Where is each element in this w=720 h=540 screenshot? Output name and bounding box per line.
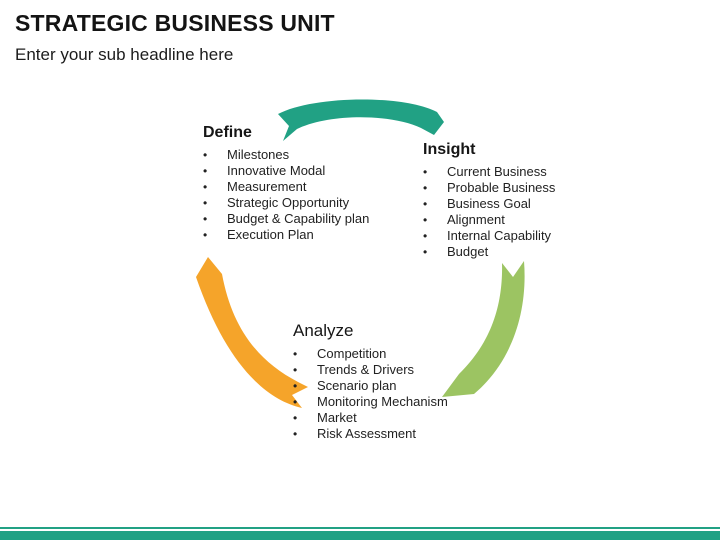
list-item: Measurement — [203, 179, 371, 195]
list-item: Execution Plan — [203, 227, 371, 243]
bullet-dot — [423, 212, 447, 228]
bottom-accent-bar — [0, 531, 720, 540]
insight-heading: Insight — [423, 141, 476, 158]
bullet-dot — [203, 227, 227, 243]
list-item: Alignment — [423, 212, 585, 228]
bullet-dot — [423, 180, 447, 196]
arrow-analyze-to-define-icon — [196, 257, 308, 408]
bullet-dot — [293, 362, 317, 378]
bullet-dot — [293, 394, 317, 410]
arrow-define-to-insight-icon — [278, 99, 444, 141]
bullet-dot — [203, 163, 227, 179]
analyze-list: Competition Trends & Drivers Scenario pl… — [293, 346, 479, 442]
section-analyze: Analyze Competition Trends & Drivers Sce… — [293, 321, 479, 442]
section-define: Define Milestones Innovative Modal Measu… — [203, 124, 371, 243]
slide-subtitle: Enter your sub headline here — [15, 45, 234, 64]
bottom-accent-line — [0, 527, 720, 529]
section-insight: Insight Current Business Probable Busine… — [423, 141, 585, 260]
slide-title: STRATEGIC BUSINESS UNIT — [15, 10, 335, 36]
bullet-dot — [203, 195, 227, 211]
list-item: Trends & Drivers — [293, 362, 479, 378]
list-item: Current Business — [423, 164, 585, 180]
bullet-dot — [203, 147, 227, 163]
list-item: Risk Assessment — [293, 426, 479, 442]
list-item: Scenario plan — [293, 378, 479, 394]
list-item: Probable Business — [423, 180, 585, 196]
bullet-dot — [203, 211, 227, 227]
bullet-dot — [293, 378, 317, 394]
bullet-dot — [203, 179, 227, 195]
list-item: Competition — [293, 346, 479, 362]
list-item: Innovative Modal — [203, 163, 371, 179]
bullet-dot — [423, 164, 447, 180]
define-heading: Define — [203, 124, 252, 141]
list-item: Internal Capability — [423, 228, 585, 244]
insight-list: Current Business Probable Business Busin… — [423, 164, 585, 260]
bullet-dot — [293, 346, 317, 362]
list-item: Budget — [423, 244, 585, 260]
bullet-dot — [293, 426, 317, 442]
analyze-heading: Analyze — [293, 321, 354, 340]
bullet-dot — [423, 196, 447, 212]
bullet-dot — [423, 244, 447, 260]
list-item: Market — [293, 410, 479, 426]
list-item: Strategic Opportunity — [203, 195, 371, 211]
bullet-dot — [293, 410, 317, 426]
bullet-dot — [423, 228, 447, 244]
list-item: Monitoring Mechanism — [293, 394, 479, 410]
arrow-insight-to-analyze-icon — [442, 261, 525, 397]
list-item: Budget & Capability plan — [203, 211, 371, 227]
list-item: Milestones — [203, 147, 371, 163]
list-item: Business Goal — [423, 196, 585, 212]
define-list: Milestones Innovative Modal Measurement … — [203, 147, 371, 243]
